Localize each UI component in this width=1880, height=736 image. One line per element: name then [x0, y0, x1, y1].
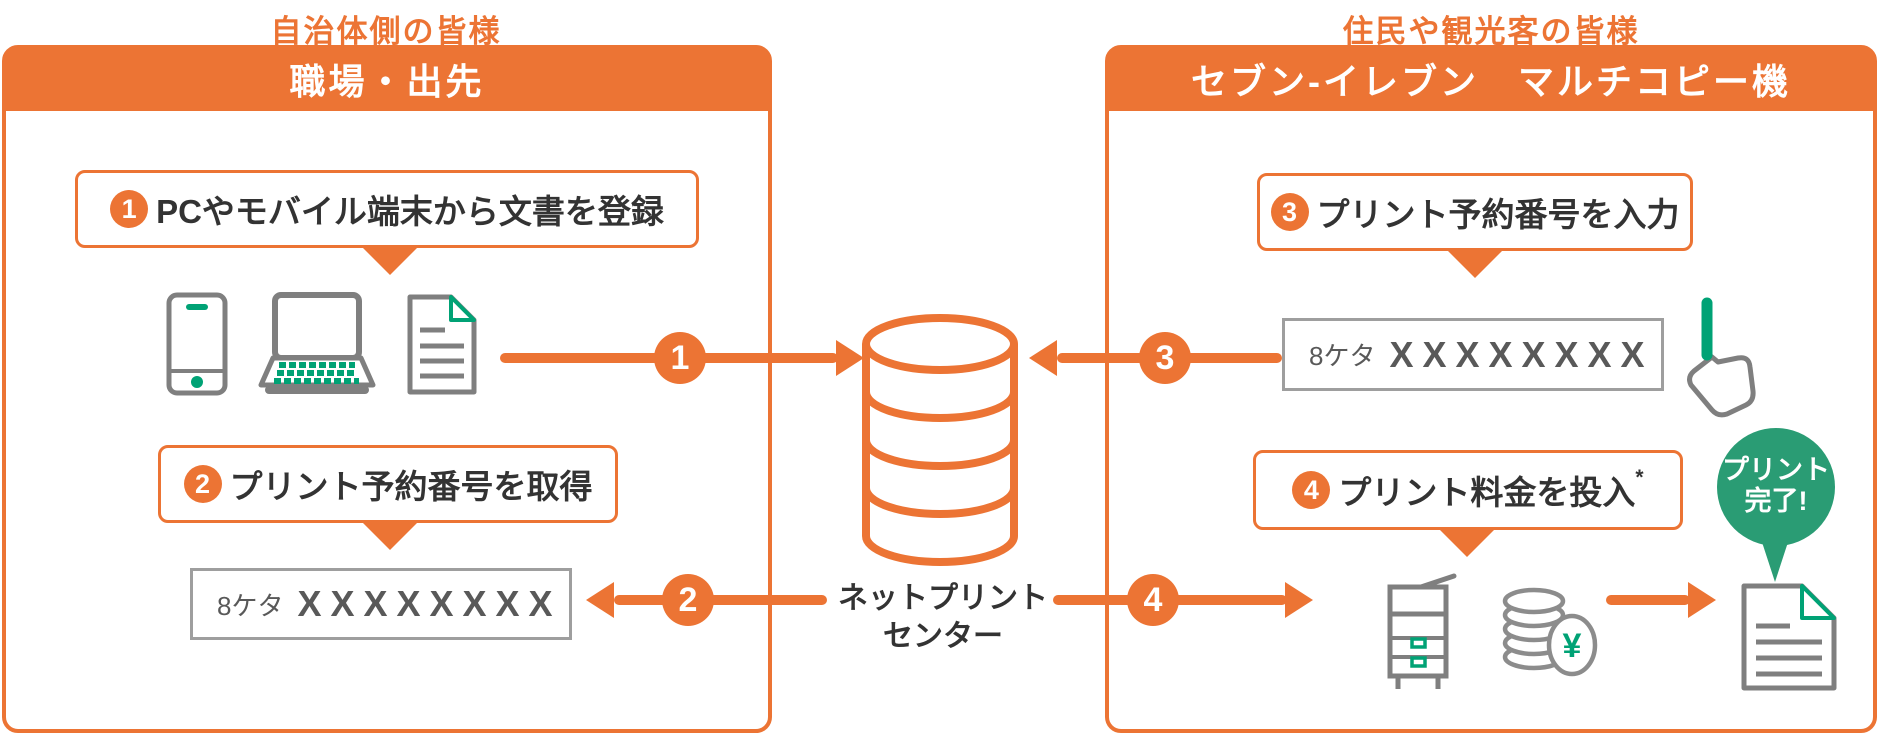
- flow-step-4-badge: 4: [1127, 574, 1179, 626]
- down-arrow-icon: [362, 247, 418, 275]
- step2-label: プリント予約番号を取得: [229, 468, 593, 505]
- left-audience-title: 自治体側の皆様: [270, 14, 502, 49]
- step4-box: 4 プリント料金を投入 *: [1253, 450, 1683, 530]
- flow-step-3-badge: 3: [1139, 332, 1191, 384]
- netprint-center-label-line1: ネットプリント: [838, 582, 1048, 615]
- left-panel-header: 職場・出先: [4, 47, 770, 111]
- right-panel-seven-eleven: セブン‐イレブン マルチコピー機 3 プリント予約番号を入力 8ケタ XXXXX…: [1105, 45, 1877, 733]
- netprint-center-label: ネットプリント センター: [818, 580, 1068, 656]
- step3-number-badge: 3: [1270, 193, 1309, 231]
- hand-pointer-icon: [1678, 291, 1762, 430]
- down-arrow-icon: [362, 522, 418, 550]
- step1-label: PCやモバイル端末から文書を登録: [156, 193, 664, 230]
- right-panel-header: セブン‐イレブン マルチコピー機: [1107, 47, 1875, 111]
- step4-asterisk-note: *: [1635, 466, 1644, 489]
- code-placeholder-value: XXXXXXXX: [297, 583, 562, 624]
- right-audience-title: 住民や観光客の皆様: [1342, 14, 1640, 49]
- laptop-icon: [253, 292, 381, 401]
- netprint-database-icon: [858, 312, 1022, 573]
- balloon-line2: 完了!: [1744, 486, 1808, 516]
- left-panel-office: 職場・出先 1 PCやモバイル端末から文書を登録: [2, 45, 772, 733]
- document-icon: [405, 294, 479, 401]
- flow-arrow-1-head-icon: [836, 340, 864, 376]
- code-placeholder-value: XXXXXXXX: [1389, 333, 1654, 375]
- step4-number-badge: 4: [1292, 471, 1331, 509]
- printed-document-icon: [1738, 582, 1840, 697]
- code-digits-label: 8ケタ: [1309, 341, 1376, 371]
- step3-box: 3 プリント予約番号を入力: [1257, 173, 1693, 251]
- step3-label: プリント予約番号を入力: [1316, 196, 1680, 233]
- flow-step-1-badge: 1: [654, 332, 706, 384]
- reservation-code-box-right: 8ケタ XXXXXXXX: [1282, 318, 1664, 391]
- flow-arrow-2-line: [614, 595, 827, 605]
- flow-step-2-badge: 2: [662, 574, 714, 626]
- netprint-center-label-line2: センター: [883, 620, 1003, 653]
- device-icons-row: [165, 292, 479, 401]
- down-arrow-icon: [1439, 529, 1495, 557]
- step1-number-badge: 1: [110, 190, 149, 228]
- down-arrow-icon: [1447, 250, 1503, 278]
- smartphone-icon: [165, 292, 229, 401]
- code-digits-label: 8ケタ: [217, 590, 284, 621]
- flow-arrow-4-head-icon: [1285, 582, 1313, 618]
- step1-box: 1 PCやモバイル端末から文書を登録: [75, 170, 699, 248]
- step2-box: 2 プリント予約番号を取得: [158, 445, 618, 523]
- print-complete-balloon: プリント 完了!: [1717, 428, 1835, 546]
- copier-machine-icon: [1363, 572, 1459, 699]
- yen-symbol: ¥: [1563, 627, 1582, 665]
- flow-arrow-3-head-icon: [1029, 340, 1057, 376]
- flow-arrow-print-head-icon: [1688, 582, 1716, 618]
- flow-arrow-print-line: [1606, 595, 1690, 605]
- flow-arrow-2-head-icon: [586, 582, 614, 618]
- coins-icon: ¥: [1500, 567, 1600, 684]
- reservation-code-box-left: 8ケタ XXXXXXXX: [190, 568, 572, 640]
- balloon-line1: プリント: [1722, 455, 1830, 485]
- step4-label: プリント料金を投入: [1338, 474, 1636, 511]
- step2-number-badge: 2: [183, 465, 222, 503]
